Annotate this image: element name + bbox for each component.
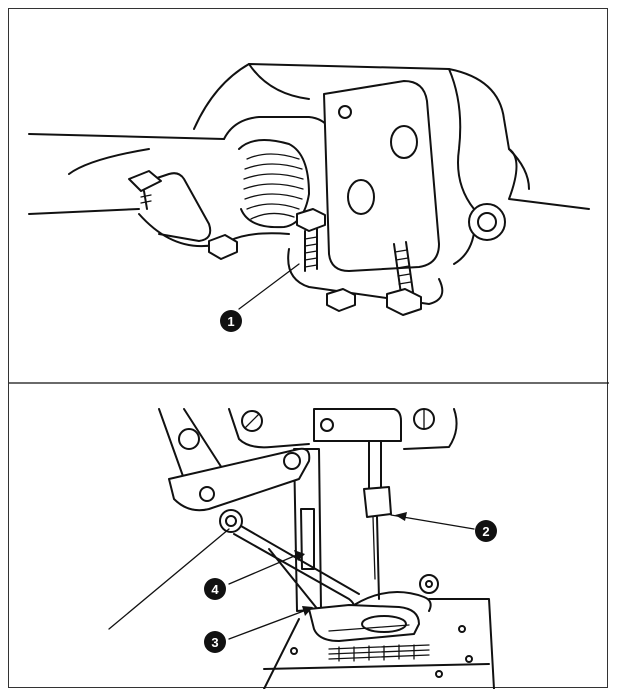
leader-line-3 <box>228 608 310 640</box>
figure-frame: 1 2 3 4 <box>8 8 609 689</box>
callout-2: 2 <box>475 520 497 542</box>
callout-4-label: 4 <box>211 582 219 597</box>
bottom-panel-presser-assembly <box>108 408 495 689</box>
needle-bar-clamp <box>313 408 402 442</box>
callout-2-label: 2 <box>482 524 489 539</box>
leader-line-1 <box>238 263 300 310</box>
needle <box>376 516 380 600</box>
leader-line-4 <box>228 553 300 585</box>
leader-line-extra <box>108 528 230 630</box>
adjusting-screw <box>296 208 326 272</box>
feed-dog <box>328 644 430 662</box>
callout-4: 4 <box>204 578 226 600</box>
tension-spring <box>238 139 310 229</box>
callout-1-label: 1 <box>227 314 234 329</box>
callout-3-label: 3 <box>211 635 218 650</box>
mechanism-diagram: 1 2 3 4 <box>9 63 609 689</box>
callout-3: 3 <box>204 631 226 653</box>
top-panel-tension-assembly <box>28 63 590 316</box>
callout-1: 1 <box>220 310 242 332</box>
